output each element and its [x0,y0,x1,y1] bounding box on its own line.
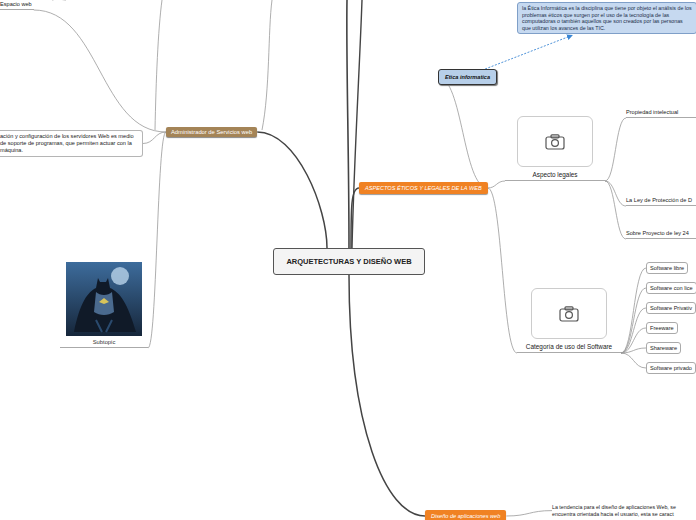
camera-icon [545,134,565,150]
topic-text: La Ley de Protección de D [626,197,696,203]
connector [621,328,646,353]
topic-text: Diseño de aplicaciones web [431,513,500,519]
connector [488,188,517,353]
image-topic: Aspecto legales [505,116,605,181]
topic-text: Software privado [650,365,692,371]
note-text: La tendencia para el diseño de aplicacio… [552,504,696,517]
branch-line [262,0,272,130]
topic-text: Etica informatica [445,74,490,80]
connector [485,35,572,69]
subtopic-box: Software con lice [646,282,696,294]
note-box: la Ética Informática es la disciplina qu… [517,2,696,34]
subtopic-box: Software libre [646,262,688,274]
connector [506,511,552,516]
main-topic: ASPECTOS ÉTICOS Y LEGALES DE LA WEB [359,182,488,194]
connector [488,181,505,188]
subtopic: La Ley de Protección de D [626,197,696,206]
main-topic: Administrador de Servicios web [166,127,257,137]
subtopic-box: Software privado [646,362,696,374]
topic-text: Aspecto legales [505,171,605,178]
topic-text: Software libre [650,265,684,271]
topic-text: Shareware [650,345,677,351]
connector [605,118,626,181]
branch-line [347,0,349,248]
image-frame [66,262,142,336]
subtopic: Espacio web [0,1,34,10]
subtopic-box: Freeware [646,322,678,334]
topic-text: Software Privativ [650,305,692,311]
topic-text: Subtopic [60,339,148,345]
image-topic: Subtopic [60,262,148,348]
subtopic: Propiedad intelectual [626,109,696,118]
image-frame [531,288,607,339]
topic-text: Espacio web [0,1,32,7]
branch-line [155,0,162,130]
connector [621,348,646,353]
topic-text: Freeware [650,325,674,331]
batman-picture [66,262,142,336]
connector [351,188,359,248]
subtopic: Sobre Proyecto de ley 24 [626,230,696,239]
connector [257,132,327,248]
connector [605,181,626,206]
subtopic-box: Etica informatica [438,69,497,85]
subtopic-box: Shareware [646,342,681,354]
topic-text: Propiedad intelectual [626,109,696,115]
topic-text: Categoría de uso del Software [517,343,621,350]
topic-text: Sobre Proyecto de ley 24 [626,230,696,236]
note-box: ación y configuración de los servidores … [0,130,143,157]
connector [143,132,166,144]
topic-text: ASPECTOS ÉTICOS Y LEGALES DE LA WEB [365,185,482,191]
connector [621,268,646,353]
topic-text: Administrador de Servicios web [171,129,252,135]
topic-text: Software con lice [650,285,693,291]
connector [621,308,646,353]
branch-line [52,0,66,1]
main-topic: Diseño de aplicaciones web [425,510,506,520]
topic-text: la Ética Informática es la disciplina qu… [522,5,692,31]
connector [34,10,166,132]
image-topic: Categoría de uso del Software [517,288,621,353]
connector [438,77,488,188]
connector [605,181,626,239]
subtopic-box: Software Privativ [646,302,696,314]
connector [621,288,646,353]
central-topic: ARQUETECTURAS Y DISEÑO WEB [273,248,425,275]
image-frame [517,116,593,167]
topic-text: ación y configuración de los servidores … [0,133,137,154]
connector [148,132,166,348]
branch-line [352,0,362,248]
topic-text: ARQUETECTURAS Y DISEÑO WEB [278,257,420,266]
camera-icon [559,306,579,322]
topic-text: La tendencia para el diseño de aplicacio… [552,504,696,517]
connector [621,353,646,368]
connector [349,275,425,516]
